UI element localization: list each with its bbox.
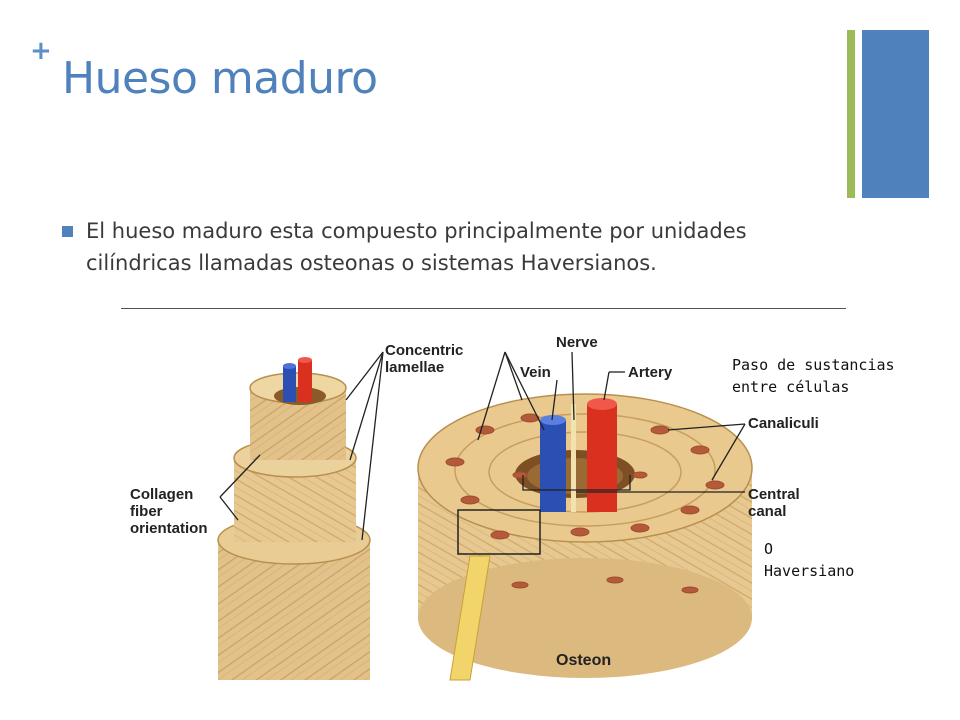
- label-collagen-line1: Collagen: [130, 486, 194, 503]
- diagram-label-vein: Vein: [520, 364, 551, 381]
- label-collagen-line3: orientation: [130, 520, 208, 537]
- osteon-disk: [417, 393, 753, 681]
- label-central-line1: Central: [748, 486, 800, 503]
- page-title: Hueso maduro: [62, 53, 378, 104]
- plus-mark: +: [30, 36, 52, 66]
- leader-lines: [219, 351, 746, 541]
- diagram-label-artery: Artery: [628, 364, 673, 381]
- green-accent-bar: [847, 30, 855, 198]
- label-concentric-line2: lamellae: [385, 359, 445, 376]
- annotation-paso-line2: entre células: [732, 378, 850, 396]
- blue-accent-bar: [862, 30, 929, 198]
- diagram-label-central-canal: Central canal: [748, 486, 800, 520]
- bullet-text: El hueso maduro esta compuesto principal…: [86, 219, 747, 275]
- diagram-label-collagen: Collagen fiber orientation: [130, 486, 208, 537]
- label-concentric-line1: Concentric: [385, 342, 464, 359]
- label-collagen-line2: fiber: [130, 503, 163, 520]
- diagram-label-nerve: Nerve: [556, 334, 598, 351]
- annotation-haversiano-line1: O: [764, 540, 774, 558]
- bullet-marker: [62, 226, 73, 237]
- annotation-haversiano-line2: Haversiano: [764, 562, 855, 580]
- lamellae-cylinder: [217, 357, 371, 680]
- diagram-label-canaliculi: Canaliculi: [748, 415, 819, 432]
- label-central-line2: canal: [748, 503, 787, 520]
- annotation-paso: Paso de sustancias entre células: [732, 354, 895, 398]
- annotation-haversiano: O Haversiano: [764, 538, 854, 582]
- annotation-paso-line1: Paso de sustancias: [732, 356, 895, 374]
- diagram-label-osteon: Osteon: [556, 652, 612, 669]
- divider-line: [121, 308, 846, 309]
- diagram-label-concentric: Concentric lamellae: [385, 342, 463, 376]
